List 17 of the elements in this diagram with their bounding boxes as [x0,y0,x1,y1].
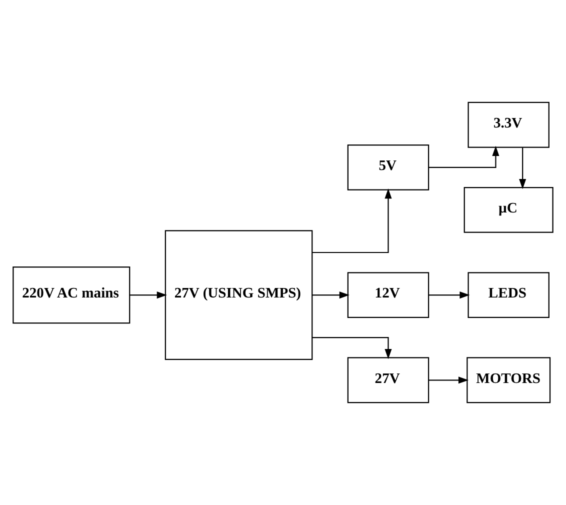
node-box: MOTORS [466,357,551,404]
arrow [130,292,167,299]
node-box: 27V [347,357,430,404]
arrow [428,146,500,168]
arrow [428,376,469,384]
node-box: 5V [347,144,430,190]
node-box: 27V (USING SMPS) [164,230,313,360]
arrow [312,188,392,254]
node-box: LEDS [468,272,550,318]
arrow [428,292,470,299]
node-box: 3.3V [468,102,550,148]
arrow [519,148,526,190]
arrow [312,292,350,299]
arrow [312,337,392,360]
node-box: µC [464,187,554,233]
node-box: 12V [347,272,430,318]
node-box: 220V AC mains [12,266,130,324]
